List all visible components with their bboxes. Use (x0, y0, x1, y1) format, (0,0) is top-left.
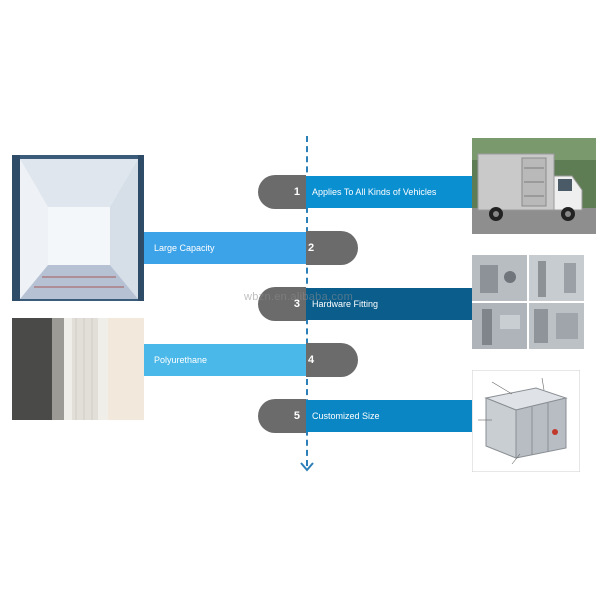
item-3-bar: Hardware Fitting (306, 288, 472, 320)
item-3-number-pill: 3 (258, 287, 306, 321)
item-3-number: 3 (293, 298, 300, 310)
polyurethane-panel-photo (12, 318, 144, 420)
item-5-number: 5 (293, 410, 300, 422)
item-5-bar: Customized Size (306, 400, 472, 432)
item-3-label: Hardware Fitting (312, 299, 379, 309)
item-5-label: Customized Size (312, 411, 380, 421)
box-structure-diagram (472, 370, 580, 472)
door-hardware-collage (472, 255, 584, 349)
watermark: wbzn.en.alibaba.com (244, 291, 354, 303)
cargo-box-interior-photo (12, 155, 144, 301)
item-1-bar: Applies To All Kinds of Vehicles (306, 176, 472, 208)
item-2-bar: Large Capacity (144, 232, 306, 264)
item-4-bar: Polyurethane (144, 344, 306, 376)
item-4-number: 4 (308, 354, 315, 366)
box-truck-photo (472, 138, 596, 234)
item-5-number-pill: 5 (258, 399, 306, 433)
item-1-number-pill: 1 (258, 175, 306, 209)
item-2-label: Large Capacity (154, 243, 215, 253)
item-1-label: Applies To All Kinds of Vehicles (312, 187, 437, 197)
item-2-number: 2 (308, 242, 315, 254)
item-4-number-pill: 4 (306, 343, 358, 377)
item-1-number: 1 (293, 186, 300, 198)
item-2-number-pill: 2 (306, 231, 358, 265)
item-4-label: Polyurethane (154, 355, 208, 365)
arrow-down-icon (300, 462, 314, 472)
